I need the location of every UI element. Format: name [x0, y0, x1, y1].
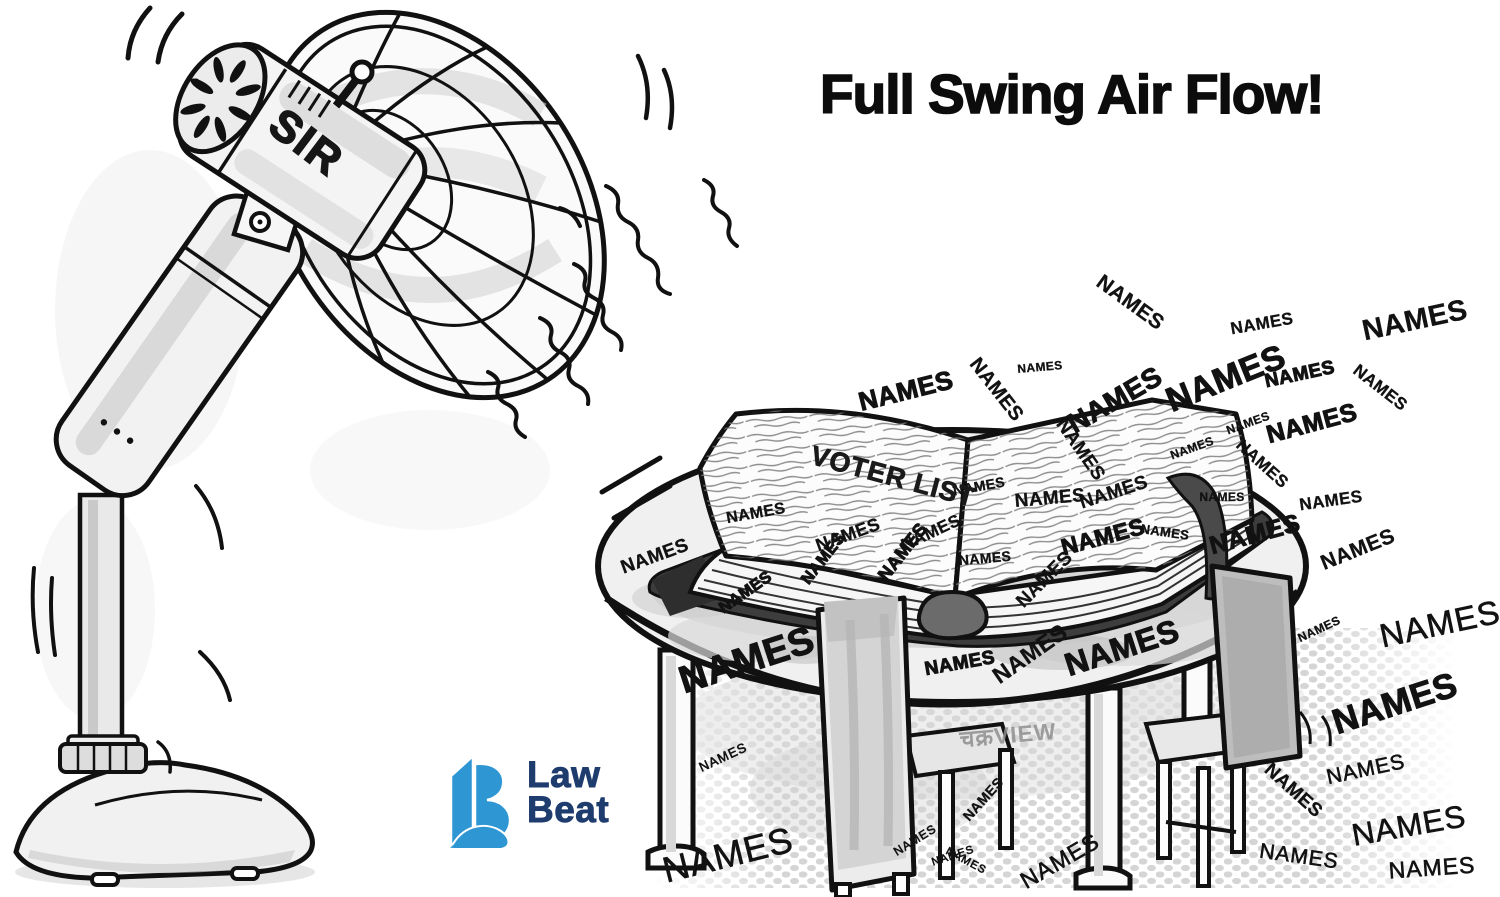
air-squiggles: [486, 178, 739, 439]
motion-lines: [30, 5, 675, 774]
fan-motor-head: [173, 41, 428, 261]
page-title: Full Swing Air Flow!: [819, 62, 1325, 126]
page-stack-right: [950, 512, 1257, 641]
lawbeat-logo-line2: Beat: [527, 788, 610, 830]
lawbeat-logo: Law Beat: [443, 752, 653, 852]
lawbeat-logo-line1: Law: [527, 754, 601, 795]
chair-right: [1143, 563, 1332, 888]
lawbeat-logo-mark: [448, 753, 512, 850]
book-spine: [916, 589, 989, 641]
chair-middle: [815, 595, 1017, 897]
pedestal-fan: [13, 5, 675, 888]
fan-pole: [58, 492, 148, 774]
lawbeat-logo-text: Law Beat: [527, 754, 610, 830]
fan-bolt: [332, 59, 375, 109]
fan-grill: [173, 42, 268, 155]
fan-base: [13, 760, 315, 888]
